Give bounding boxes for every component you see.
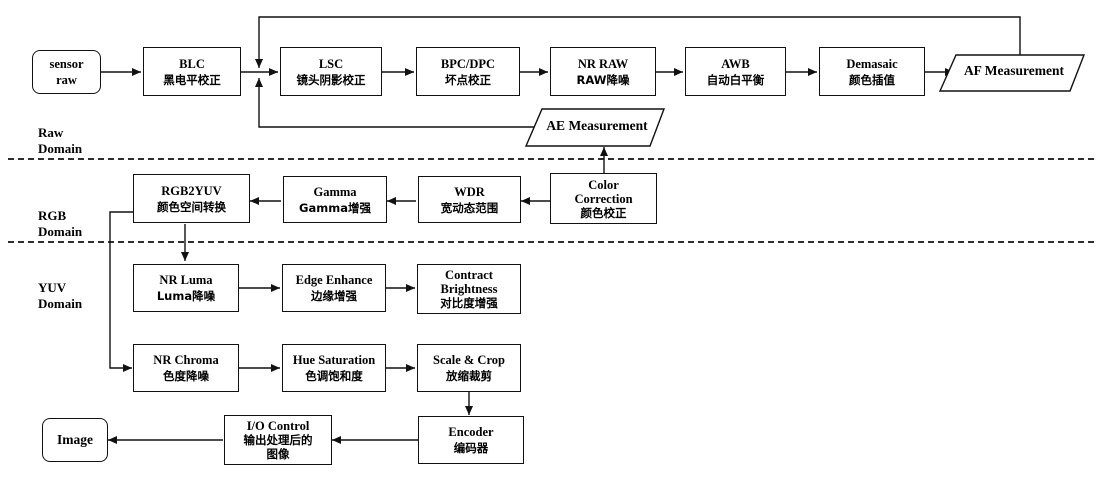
nr-chroma-title: NR Chroma [153, 353, 219, 367]
encoder-title: Encoder [448, 425, 494, 439]
gamma-title: Gamma [313, 184, 357, 199]
blc-subtitle: 黑电平校正 [163, 72, 221, 87]
awb-title: AWB [721, 56, 750, 71]
nr-raw-node: NR RAW RAW降噪 [550, 47, 656, 96]
hue-saturation-title: Hue Saturation [292, 353, 376, 367]
ae-measurement-label: AE Measurement [546, 118, 648, 133]
blc-node: BLC 黑电平校正 [143, 47, 241, 96]
contrast-line2: Brightness [440, 282, 498, 296]
color-correction-line2: Correction [574, 191, 633, 206]
io-control-subtitle2: 图像 [266, 447, 290, 461]
edge-enhance-title: Edge Enhance [295, 273, 373, 287]
awb-node: AWB 自动白平衡 [685, 47, 786, 96]
gamma-subtitle: Gamma增强 [299, 200, 371, 215]
image-output-node: Image [42, 418, 108, 462]
bpc-subtitle: 坏点校正 [445, 72, 491, 87]
hue-saturation-subtitle: 色调饱和度 [305, 369, 363, 383]
hue-saturation-node: Hue Saturation 色调饱和度 [282, 344, 386, 392]
rgb-domain-label: RGB Domain [38, 208, 82, 240]
io-control-subtitle1: 输出处理后的 [243, 433, 313, 447]
rgb-domain-line2: Domain [38, 224, 83, 239]
io-control-title: I/O Control [246, 419, 310, 433]
rgb2yuv-subtitle: 颜色空间转换 [157, 199, 226, 214]
nr-luma-title: NR Luma [159, 273, 213, 287]
color-correction-line1: Color [588, 177, 619, 192]
arrow-rgb2yuv-to-nrchroma [109, 211, 133, 372]
awb-subtitle: 自动白平衡 [706, 72, 765, 87]
gamma-node: Gamma Gamma增强 [283, 176, 387, 223]
io-control-node: I/O Control 输出处理后的 图像 [224, 415, 332, 465]
sensor-raw-line1: sensor [49, 57, 84, 71]
ae-measurement-shape [524, 108, 666, 147]
blc-title: BLC [179, 56, 205, 71]
nr-luma-node: NR Luma Luma降噪 [133, 264, 239, 312]
demosaic-subtitle: 颜色插值 [849, 72, 895, 87]
af-feedback-loop [255, 16, 1021, 68]
scale-crop-subtitle: 放缩裁剪 [446, 369, 492, 383]
rgb2yuv-title: RGB2YUV [161, 183, 222, 198]
wdr-subtitle: 宽动态范围 [440, 200, 499, 215]
contrast-line1: Contract [445, 268, 493, 282]
bpc-node: BPC/DPC 坏点校正 [416, 47, 520, 96]
lsc-title: LSC [318, 56, 344, 71]
yuv-domain-line1: YUV [38, 280, 67, 295]
nr-raw-subtitle: RAW降噪 [576, 72, 630, 87]
contrast-subtitle: 对比度增强 [440, 296, 498, 310]
nr-chroma-node: NR Chroma 色度降噪 [133, 344, 239, 392]
raw-domain-line2: Domain [38, 141, 83, 156]
nr-luma-subtitle: Luma降噪 [156, 289, 216, 303]
image-label: Image [57, 432, 93, 447]
rgb2yuv-node: RGB2YUV 颜色空间转换 [133, 174, 250, 223]
raw-domain-line1: Raw [38, 125, 64, 140]
demosaic-node: Demasaic 颜色插值 [819, 47, 925, 96]
scale-crop-node: Scale & Crop 放缩裁剪 [417, 344, 521, 392]
ae-feedback-loop [255, 78, 540, 128]
rgb-domain-line1: RGB [38, 208, 67, 223]
wdr-node: WDR 宽动态范围 [418, 176, 521, 223]
demosaic-title: Demasaic [846, 56, 898, 71]
contrast-node: Contract Brightness 对比度增强 [417, 264, 521, 314]
color-correction-node: Color Correction 颜色校正 [550, 173, 657, 224]
color-correction-subtitle: 颜色校正 [580, 205, 627, 220]
bpc-title: BPC/DPC [440, 56, 496, 71]
wdr-title: WDR [454, 184, 485, 199]
nr-chroma-subtitle: 色度降噪 [163, 369, 209, 383]
af-measurement-shape [938, 54, 1086, 92]
scale-crop-title: Scale & Crop [433, 353, 505, 367]
encoder-node: Encoder 编码器 [418, 416, 524, 464]
sensor-raw-line2: raw [56, 73, 77, 87]
sensor-raw-node: sensor raw [32, 50, 101, 94]
yuv-domain-line2: Domain [38, 296, 83, 311]
edge-enhance-node: Edge Enhance 边缘增强 [282, 264, 386, 312]
encoder-subtitle: 编码器 [453, 441, 489, 455]
nr-raw-title: NR RAW [577, 56, 629, 71]
edge-enhance-subtitle: 边缘增强 [311, 289, 357, 303]
raw-domain-label: Raw Domain [38, 125, 82, 157]
lsc-subtitle: 镜头阴影校正 [296, 72, 366, 87]
lsc-node: LSC 镜头阴影校正 [280, 47, 382, 96]
af-measurement-label: AF Measurement [963, 63, 1065, 78]
yuv-domain-label: YUV Domain [38, 280, 82, 312]
